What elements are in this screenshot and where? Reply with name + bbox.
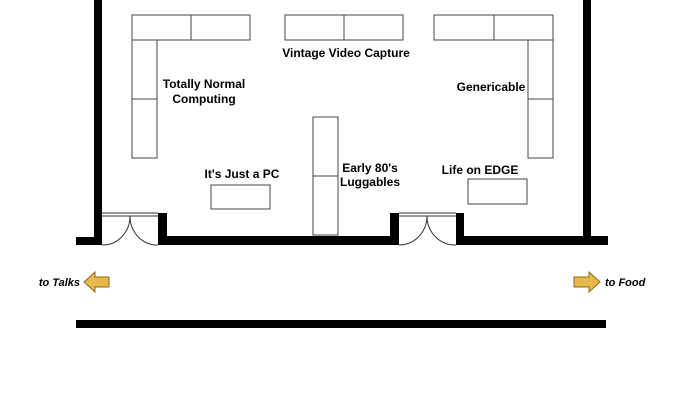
left-wall-stub [76, 237, 102, 245]
area-label-early-80s: Early 80's [342, 161, 398, 175]
area-label-just-a-pc: It's Just a PC [205, 167, 280, 181]
table [527, 98, 554, 159]
corridor-wall [76, 320, 606, 328]
arrow-right-icon [573, 270, 601, 294]
table [312, 116, 339, 177]
table [210, 184, 271, 210]
nav-label-talks: to Talks [39, 277, 80, 289]
nav-to-food[interactable]: to Food [573, 270, 646, 294]
area-label-vintage-video: Vintage Video Capture [282, 46, 410, 60]
nav-to-talks[interactable]: to Talks [39, 270, 110, 294]
door-left[interactable] [101, 212, 159, 246]
table [433, 14, 495, 41]
table [131, 98, 158, 159]
table [284, 14, 345, 41]
tables [131, 14, 554, 236]
door-right[interactable] [398, 212, 457, 246]
bottom-wall [158, 236, 398, 245]
table [312, 175, 339, 236]
table [190, 14, 251, 41]
area-label-genericable: Genericable [457, 80, 526, 94]
left-wall [94, 0, 102, 245]
table [467, 178, 528, 205]
pillar [390, 213, 399, 245]
area-label-life-on-edge: Life on EDGE [442, 163, 519, 177]
table [131, 14, 192, 41]
area-label-computing: Computing [172, 92, 235, 106]
area-label-totally-normal: Totally Normal [163, 77, 245, 91]
table [527, 39, 554, 100]
pillar [456, 213, 464, 245]
area-label-luggables: Luggables [340, 175, 400, 189]
nav-label-food: to Food [605, 277, 646, 289]
arrow-left-icon [83, 270, 110, 294]
bottom-wall-right [456, 236, 608, 245]
table [493, 14, 554, 41]
table [343, 14, 404, 41]
table [131, 39, 158, 100]
right-wall [583, 0, 591, 245]
pillar [158, 213, 167, 245]
walls [76, 0, 608, 328]
